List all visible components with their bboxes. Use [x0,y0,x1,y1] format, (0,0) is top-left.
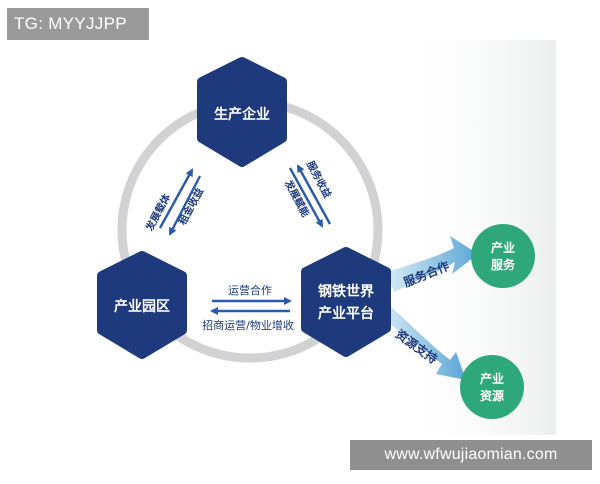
node-circle-service [471,224,535,288]
node-circle-resource [460,355,524,419]
node-label-top: 生产企业 [214,106,270,123]
node-label-right-line1: 钢铁世界 [318,283,375,300]
watermark-tag: TG: MYYJJPP [7,8,149,40]
edge-arrow-top-to-left [168,175,202,236]
node-label-left: 产业园区 [114,298,170,315]
node-hexagon-top [197,57,287,167]
watermark-url: www.wfwujiaomian.com [350,440,592,470]
service-fan-arrow [386,236,478,292]
edge-arrow-right-to-top [296,164,332,225]
node-label-resource-line1: 产业 [480,371,504,386]
edge-label-bottom-lower: 招商运营/物业增收 [202,318,294,332]
node-label-resource-line2: 资源 [480,388,504,403]
edge-arrow-left-to-top [158,168,194,229]
edge-label-top-right-outer: 服务收益 [304,159,334,200]
node-label-service-line2: 服务 [491,257,516,272]
node-hexagon-right [301,247,391,357]
edge-label-bottom-upper: 运营合作 [228,283,272,297]
edge-arrow-top-to-right [288,167,324,228]
node-hexagon-left [97,251,187,359]
node-label-service-line1: 产业 [491,240,515,255]
node-label-right-line2: 产业平台 [318,305,374,322]
resource-fan-arrow [380,304,466,380]
